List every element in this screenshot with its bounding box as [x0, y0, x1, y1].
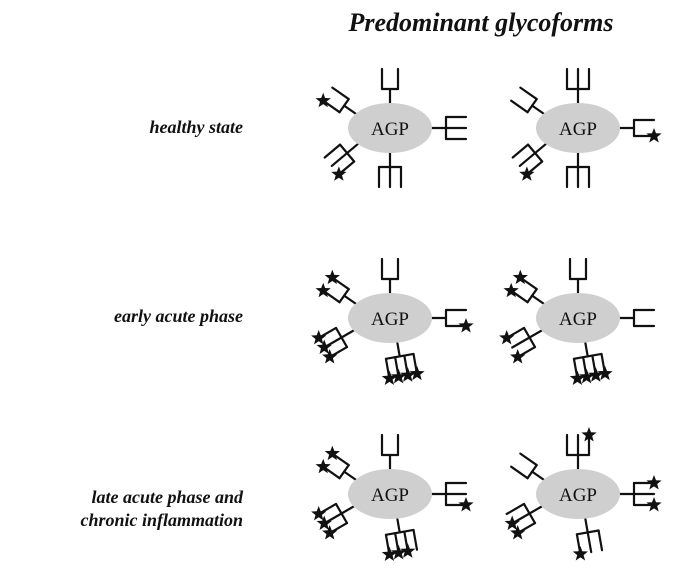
glycoform-row2-col2: AGP — [499, 259, 654, 385]
agp-label: AGP — [371, 485, 409, 506]
glycoform-row3-col1: AGP — [311, 435, 474, 561]
glycoform-row1-col1: AGP — [316, 69, 467, 187]
sialic-acid-star-icon — [458, 318, 473, 333]
sialic-acid-star-icon — [499, 330, 514, 344]
agp-label: AGP — [559, 119, 597, 140]
glycoform-row1-col2: AGP — [511, 69, 661, 187]
sialic-acid-star-icon — [646, 497, 661, 512]
glycoform-row2-col1: AGP — [311, 259, 474, 385]
glycoform-row3-col2: AGP — [505, 427, 662, 561]
agp-label: AGP — [559, 309, 597, 330]
sialic-acid-star-icon — [573, 546, 588, 561]
sialic-acid-star-icon — [510, 525, 525, 540]
agp-label: AGP — [371, 119, 409, 140]
agp-label: AGP — [559, 485, 597, 506]
agp-label: AGP — [371, 309, 409, 330]
sialic-acid-star-icon — [458, 497, 473, 512]
sialic-acid-star-icon — [510, 349, 525, 364]
sialic-acid-star-icon — [646, 128, 661, 143]
sialic-acid-star-icon — [646, 475, 661, 490]
sialic-acid-star-icon — [322, 349, 337, 364]
sialic-acid-star-icon — [322, 525, 337, 540]
